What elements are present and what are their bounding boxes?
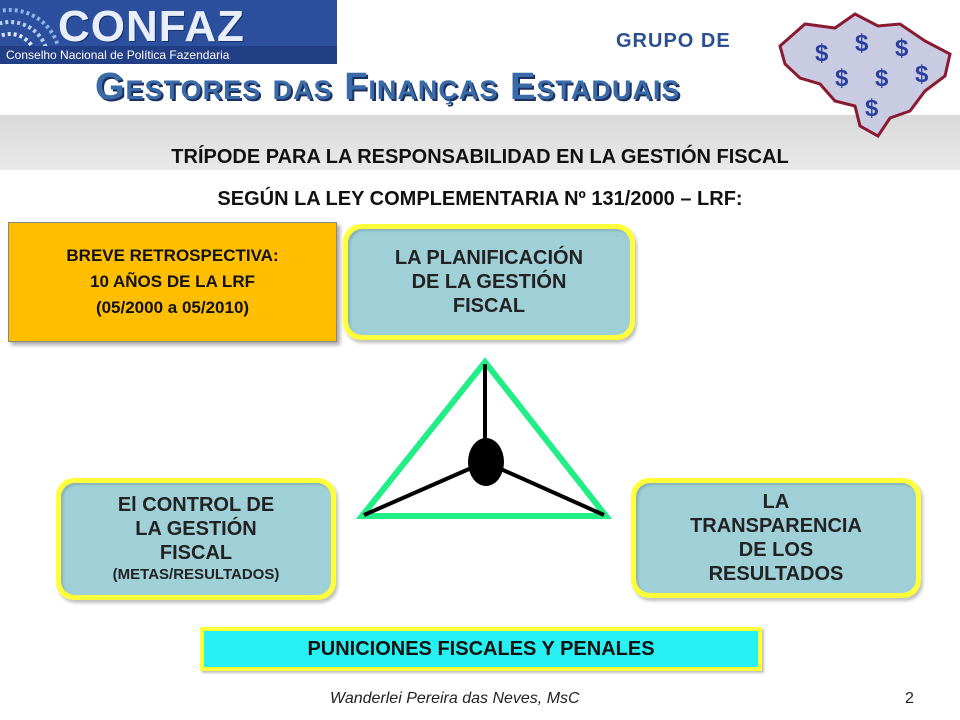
control-line: El CONTROL DE — [117, 494, 275, 516]
footer-author: Wanderlei Pereira das Neves, MsC — [330, 690, 580, 707]
page-number: 2 — [905, 690, 914, 707]
confaz-wordmark: CONFAZ — [58, 2, 245, 51]
slide-title: TRÍPODE PARA LA RESPONSABILIDAD EN LA GE… — [171, 146, 789, 168]
transparency-line: LA — [762, 491, 790, 513]
retrospective-line: (05/2000 a 05/2010) — [95, 298, 250, 317]
map-symbol: $ — [895, 35, 909, 62]
map-symbol: $ — [835, 65, 849, 92]
map-symbol: $ — [815, 40, 829, 67]
retrospective-box: BREVE RETROSPECTIVA: 10 AÑOS DE LA LRF (… — [8, 222, 337, 342]
transparency-node: LA TRANSPARENCIA DE LOS RESULTADOS — [631, 478, 921, 598]
retrospective-line: BREVE RETROSPECTIVA: — [66, 246, 279, 265]
transparency-line: RESULTADOS — [708, 563, 844, 585]
control-line: FISCAL — [159, 542, 233, 564]
map-symbol: $ — [865, 95, 879, 122]
tripod-leg — [363, 460, 486, 517]
confaz-logo: CONFAZ Conselho Nacional de Política Faz… — [0, 0, 337, 64]
retrospective-line: 10 AÑOS DE LA LRF — [90, 272, 255, 291]
transparency-line: TRANSPARENCIA — [690, 515, 862, 537]
tripod-diagram — [355, 357, 613, 519]
tripod-triangle — [355, 357, 613, 519]
group-label: GRUPO DE — [616, 30, 731, 52]
tripod-leg — [484, 460, 605, 517]
control-node-body: El CONTROL DE LA GESTIÓN FISCAL (METAS/R… — [61, 483, 331, 595]
planning-node: LA PLANIFICACIÓN DE LA GESTIÓN FISCAL — [343, 224, 635, 340]
slide-subtitle: SEGÚN LA LEY COMPLEMENTARIA Nº 131/2000 … — [217, 188, 743, 210]
planning-line: DE LA GESTIÓN — [411, 271, 567, 293]
group-title: Gestores das Finanças Estaduais — [95, 66, 681, 108]
planning-node-body: LA PLANIFICACIÓN DE LA GESTIÓN FISCAL — [348, 229, 630, 335]
header-strip — [0, 115, 960, 170]
brazil-map-icon: $ $ $ $ $ $ $ — [778, 12, 952, 138]
map-symbol: $ — [855, 30, 869, 57]
punishments-box: PUNICIONES FISCALES Y PENALES — [200, 627, 762, 671]
tripod-center-node — [468, 438, 504, 486]
control-subtitle: (METAS/RESULTADOS) — [112, 566, 280, 583]
planning-line: FISCAL — [452, 295, 526, 317]
map-symbol: $ — [875, 65, 889, 92]
header-band: CONFAZ Conselho Nacional de Política Faz… — [0, 0, 960, 170]
transparency-line: DE LOS — [738, 539, 814, 561]
confaz-subtitle: Conselho Nacional de Política Fazendaria — [0, 46, 337, 64]
punishments-label: PUNICIONES FISCALES Y PENALES — [204, 631, 758, 667]
control-line: LA GESTIÓN — [135, 518, 257, 540]
control-node: El CONTROL DE LA GESTIÓN FISCAL (METAS/R… — [56, 478, 336, 600]
planning-line: LA PLANIFICACIÓN — [394, 247, 584, 269]
transparency-node-body: LA TRANSPARENCIA DE LOS RESULTADOS — [636, 483, 916, 593]
map-symbol: $ — [915, 61, 929, 88]
